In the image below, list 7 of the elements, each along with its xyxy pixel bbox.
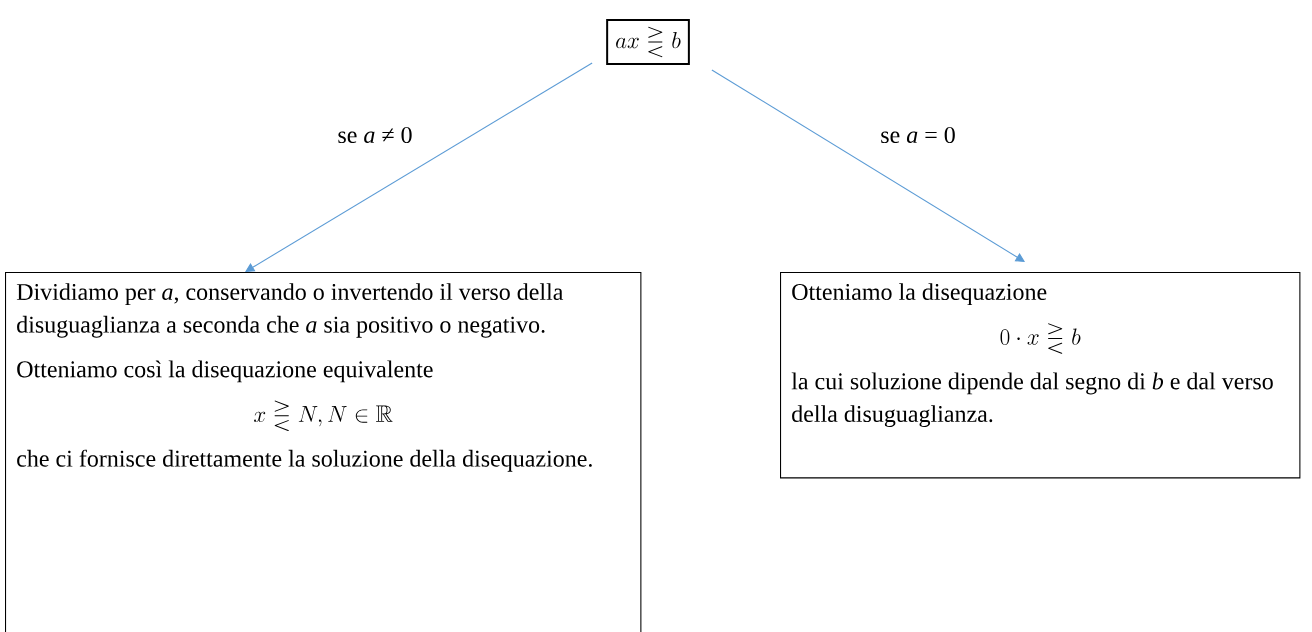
arrow bbox=[245, 62, 593, 272]
arrow bbox=[711, 69, 1025, 262]
formula-box: $ax \gtreqless b$ bbox=[606, 19, 690, 65]
edge-label: se a ≠ 0 bbox=[334, 124, 416, 146]
text-box: Dividiamo per a, conservando o invertendo il verso della disuguaglianza a seconda che a sia positivo o negativo. Otteniamo così la disequazione equivalente $x \gtreqless N, N \in \mathbb{R}$ che ci fornisce direttamente la soluzione della disequazione. bbox=[5, 272, 642, 632]
edge-label: se a = 0 bbox=[877, 124, 959, 146]
text-box: Otteniamo la disequazione $0 \cdot x \gtreqless b$ la cui soluzione dipende dal segno di b e dal verso della disuguaglianza. bbox=[780, 272, 1301, 479]
